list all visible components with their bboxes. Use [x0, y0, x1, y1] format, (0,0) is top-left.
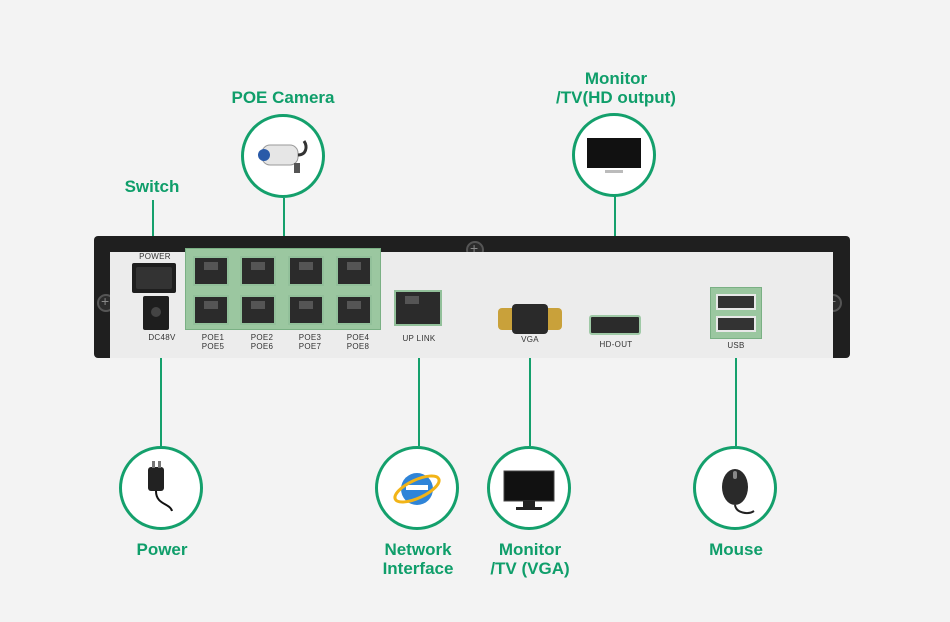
- uplink-port[interactable]: [394, 290, 442, 326]
- mouse-circle: [693, 446, 777, 530]
- poe5-label: POE5: [201, 342, 225, 351]
- poe-port-3[interactable]: [288, 256, 324, 286]
- monitor-hd-label-line2: /TV(HD output): [556, 88, 676, 107]
- dc-label: DC48V: [148, 333, 176, 342]
- network-circle: [375, 446, 459, 530]
- hd-out-label: HD-OUT: [599, 340, 633, 349]
- vga-label: VGA: [521, 335, 539, 344]
- poe8-label: POE8: [346, 342, 370, 351]
- monitor-vga-circle: [487, 446, 571, 530]
- dc-jack[interactable]: [143, 296, 169, 330]
- poe-port-7[interactable]: [288, 295, 324, 325]
- poe2-label: POE2: [250, 333, 274, 342]
- usb-label: USB: [727, 341, 745, 350]
- power-circle: [119, 446, 203, 530]
- poe6-label: POE6: [250, 342, 274, 351]
- poe1-label: POE1: [201, 333, 225, 342]
- network-label: Network Interface: [363, 540, 473, 578]
- poe-port-1[interactable]: [193, 256, 229, 286]
- power-label: Power: [136, 540, 188, 559]
- poe-port-4[interactable]: [336, 256, 372, 286]
- monitor-vga-label: Monitor /TV (VGA): [475, 540, 585, 578]
- poe-port-8[interactable]: [336, 295, 372, 325]
- network-label-line2: Interface: [382, 559, 454, 578]
- poe-port-5[interactable]: [193, 295, 229, 325]
- switch-label: Switch: [124, 177, 180, 196]
- poe-port-2[interactable]: [240, 256, 276, 286]
- power-adapter-icon: [148, 461, 173, 512]
- monitor-vga-label-line1: Monitor: [498, 540, 562, 559]
- poe3-label: POE3: [298, 333, 322, 342]
- leader-monitor-vga: [529, 330, 531, 446]
- leader-switch: [152, 200, 154, 258]
- monitor-hd-circle: [572, 113, 656, 197]
- power-switch-label: POWER: [139, 252, 171, 261]
- leader-network: [418, 325, 420, 446]
- monitor-icon: [503, 470, 555, 510]
- network-label-line1: Network: [384, 540, 452, 559]
- usb-port-2[interactable]: [716, 316, 756, 332]
- poe7-label: POE7: [298, 342, 322, 351]
- tv-icon: [587, 138, 641, 173]
- leader-poe-camera: [283, 198, 285, 252]
- mouse-label: Mouse: [709, 540, 763, 559]
- poe4-label: POE4: [346, 333, 370, 342]
- hd-out-port[interactable]: [589, 315, 641, 335]
- vga-port[interactable]: [498, 304, 562, 334]
- power-switch[interactable]: [132, 263, 176, 293]
- leader-power: [160, 340, 162, 448]
- poe-camera-label: POE Camera: [231, 88, 335, 107]
- mouse-icon: [722, 469, 755, 514]
- uplink-label: UP LINK: [402, 334, 436, 343]
- internet-explorer-icon: [393, 473, 441, 505]
- monitor-vga-label-line2: /TV (VGA): [490, 559, 570, 578]
- monitor-hd-label: Monitor /TV(HD output): [536, 69, 696, 107]
- leader-mouse: [735, 330, 737, 446]
- usb-port-1[interactable]: [716, 294, 756, 310]
- poe-camera-circle: [241, 114, 325, 198]
- camera-icon: [258, 140, 308, 173]
- monitor-hd-label-line1: Monitor: [584, 69, 648, 88]
- poe-port-6[interactable]: [240, 295, 276, 325]
